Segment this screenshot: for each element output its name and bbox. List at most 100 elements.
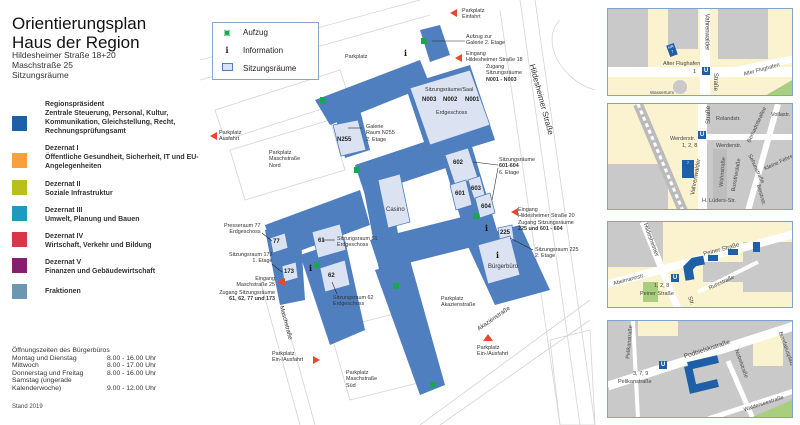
street-label: H. Lüders-Str. (702, 198, 736, 204)
address-block: Hildesheimer Straße 18+20 Maschstraße 25… (12, 50, 116, 80)
map-label-line: Parkplatz (477, 345, 500, 351)
street-label: Rolandstr. (716, 116, 741, 122)
inset-graphic (608, 9, 792, 95)
address-3: Sitzungsräume (12, 70, 69, 80)
map-label-line: Zugang Sitzungsräume (219, 290, 275, 296)
map-label-line: Maschstraße 25 (236, 282, 275, 289)
hours-day: Mittwoch (12, 362, 39, 370)
map-label-line: Ausfahrt (219, 136, 240, 143)
room-602: 602 (453, 160, 464, 166)
map-label-line: Parkplatz (219, 130, 242, 136)
map-label-line: Zugang (486, 63, 505, 70)
map-label-line: Parkplatz (272, 351, 295, 357)
hours-time: 8.00 - 16.00 Uhr (107, 354, 157, 362)
room-601: 601 (455, 191, 466, 197)
room-swatch-icon (221, 63, 233, 73)
hours-day: Montag und Dienstag (12, 354, 77, 362)
hours-title: Öffnungszeiten des Bürgerbüros (12, 347, 110, 354)
legend-desc: Zentrale Steuerung, Personal, Kultur, Ko… (45, 110, 176, 135)
inset-map-podbielskistrasse: Podbielskistraße Pelikanstraße Pelikanst… (607, 320, 793, 418)
red-arrow-icon (210, 132, 217, 140)
elevator-icon (320, 97, 326, 103)
room-604: 604 (481, 204, 492, 210)
elevator-icon: ▣ (223, 28, 231, 37)
legend-rooms: Sitzungsräume (243, 63, 297, 73)
room-77: 77 (273, 239, 280, 245)
map-label-line: Galerie 2. Etage (466, 40, 505, 47)
casino-label: Casino (386, 207, 405, 213)
red-arrow-icon (450, 9, 457, 17)
hours-row: Samstag (ungerade (12, 377, 192, 385)
legend-desc: Umwelt, Planung und Bauen (45, 216, 140, 223)
line-number: 1 (693, 69, 697, 75)
street-label: Vollastr. (771, 112, 791, 118)
elevator-icons (314, 38, 479, 388)
stand-label: Stand 2019 (12, 404, 43, 410)
map-label-line: Maschstraße (269, 156, 301, 163)
hours-row: Montag und Dienstag 8.00 - 16.00 Uhr (12, 355, 192, 363)
legend-title: Fraktionen (45, 288, 81, 295)
hours-day: Kalenderwoche) (12, 384, 62, 392)
entrance-markers (210, 9, 518, 364)
legend-title: Dezernat I (45, 145, 79, 152)
color-swatch (12, 180, 27, 195)
info-icon: i (309, 263, 312, 273)
map-label-line: Eingang (518, 207, 538, 213)
title-line-1: Orientierungsplan (12, 14, 147, 33)
ubahn-icon: U (659, 361, 667, 369)
buergerbuero-label: Bürgerbüro (488, 264, 519, 270)
info-icons: i i i i (309, 48, 499, 273)
map-label-line: Zugang Sitzungsräume (518, 219, 574, 226)
map-label-line: Parkplatz (346, 370, 369, 376)
room-62: 62 (328, 273, 335, 279)
map-label-line: Eingang (255, 276, 275, 282)
map-label-line: Erdgeschoss (333, 301, 365, 308)
map-label-line: Süd (346, 382, 356, 389)
inset-map-peiner-strasse: Hildesheimer Peiner Straße Abelmannstr. … (607, 221, 793, 308)
legend-title: Dezernat V (45, 259, 82, 266)
room-n001: N001 (465, 97, 480, 103)
map-label-line: Sitzungsraum 62 (333, 295, 374, 301)
title-line-2: Haus der Region (12, 33, 140, 52)
hours-time: 8.00 - 16.00 Uhr (107, 369, 157, 377)
legend-elevator: Aufzug (243, 28, 268, 37)
inset-graphic (608, 321, 792, 417)
inset-graphic (608, 104, 792, 209)
map-label-line: Presseraum 77 (224, 223, 261, 229)
legend-desc: Finanzen und Gebäudewirtschaft (45, 268, 156, 275)
color-swatch (12, 258, 27, 273)
legend-info: Information (243, 45, 284, 55)
legend-title: Regionspräsident (45, 101, 105, 108)
map-label-line: 225 und 601 - 604 (518, 226, 563, 233)
meeting-rooms (269, 69, 521, 293)
saal-label: Sitzungsräume/Saal (425, 87, 474, 93)
map-label-line: Einfahrt (462, 14, 481, 21)
map-label-line: Aufzug zur (466, 34, 492, 40)
ubahn-icon: U (702, 67, 710, 75)
line-number: 3, 7, 9 (633, 371, 649, 377)
map-label-line: Sitzungsraum 173 (229, 252, 273, 258)
elevator-icon (430, 382, 436, 388)
hours-time: 9.00 - 12.00 Uhr (107, 384, 157, 392)
inset-graphic (608, 222, 792, 307)
map-label-line: Galerie (366, 124, 384, 130)
line-number: 1, 2, 8 (654, 283, 670, 289)
map-label-line: Eingang (466, 51, 486, 57)
map-label-line: Raum N255 (366, 130, 395, 137)
map-label-line: 61, 62, 77 und 173 (229, 296, 275, 303)
red-arrow-icon (483, 334, 493, 341)
red-arrow-icon (313, 356, 320, 364)
legend-title: Dezernat IV (45, 233, 84, 240)
legend-title: Dezernat II (45, 181, 81, 188)
color-swatch (12, 284, 27, 299)
